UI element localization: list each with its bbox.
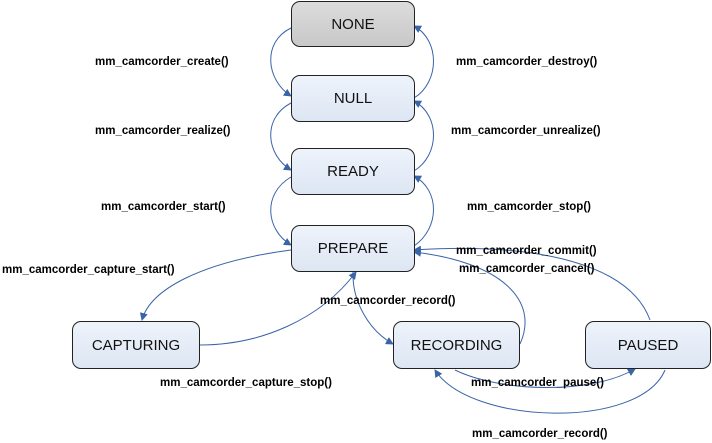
state-null: NULL (291, 75, 415, 122)
state-recording: RECORDING (393, 321, 520, 369)
arrow-capture-stop (199, 271, 357, 346)
state-ready: READY (291, 148, 415, 195)
arrow-stop (413, 175, 434, 247)
arrow-unrealize (413, 100, 434, 172)
state-paused: PAUSED (585, 321, 711, 369)
state-none: NONE (291, 1, 415, 47)
label-record: mm_camcorder_record() (320, 295, 456, 307)
arrow-create (270, 27, 292, 97)
state-recording-label: RECORDING (410, 336, 503, 354)
label-pause: mm_camcorder_pause() (471, 377, 604, 389)
arrow-realize (270, 102, 292, 171)
label-capture-stop: mm_camcorder_capture_stop() (160, 377, 332, 389)
state-prepare: PREPARE (291, 225, 415, 272)
label-realize: mm_camcorder_realize() (95, 125, 231, 137)
state-capturing-label: CAPTURING (91, 336, 181, 354)
label-record-resume: mm_camcorder_record() (472, 428, 608, 440)
state-none-label: NONE (331, 15, 375, 33)
label-unrealize: mm_camcorder_unrealize() (451, 125, 601, 137)
arrow-record (352, 271, 394, 345)
arrow-paused-commit-cancel (413, 245, 651, 321)
state-ready-label: READY (327, 163, 379, 180)
arrow-start (270, 176, 292, 246)
label-cancel: mm_camcorder_cancel() (459, 263, 595, 275)
arrow-capture-start (139, 249, 292, 321)
state-null-label: NULL (333, 90, 373, 107)
state-paused-label: PAUSED (617, 336, 679, 354)
label-destroy: mm_camcorder_destroy() (456, 56, 598, 68)
arrow-destroy (413, 25, 434, 99)
state-capturing: CAPTURING (72, 321, 200, 369)
label-start: mm_camcorder_start() (101, 201, 226, 213)
label-create: mm_camcorder_create() (95, 56, 229, 68)
label-commit: mm_camcorder_commit() (456, 245, 597, 257)
state-prepare-label: PREPARE (317, 240, 389, 257)
arrow-record-resume (434, 369, 666, 414)
arrow-commit-cancel (413, 248, 526, 345)
label-stop: mm_camcorder_stop() (467, 201, 591, 213)
arrow-pause (454, 368, 636, 388)
label-capture-start: mm_camcorder_capture_start() (2, 264, 175, 276)
